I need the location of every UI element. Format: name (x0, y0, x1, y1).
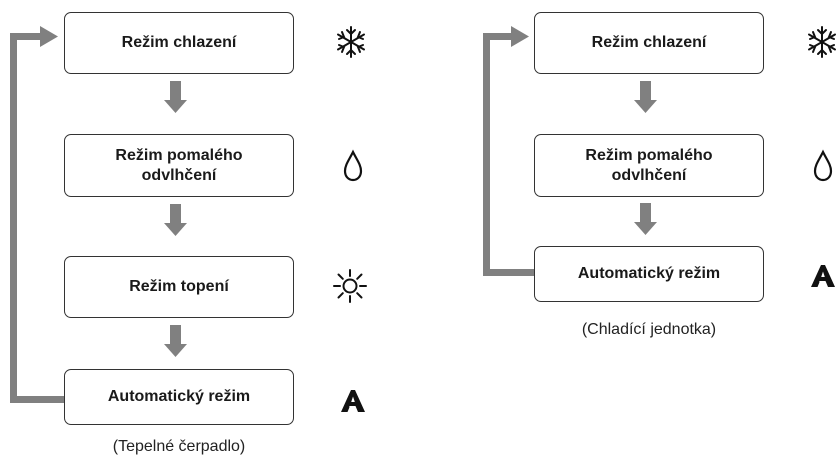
auto-mode-icon (811, 265, 835, 287)
left-step-cooling-mode: Režim chlazení (64, 12, 294, 74)
left-step-slow-dehumidify-mode: Režim pomalého odvlhčení (64, 134, 294, 197)
left-loop-arrow (10, 26, 72, 403)
right-diagram-caption: (Chladící jednotka) (581, 321, 717, 338)
step-label: Režim chlazení (591, 34, 707, 51)
step-label-line1: Režim pomalého (585, 146, 713, 164)
sun-icon (333, 269, 367, 303)
left-diagram-caption: (Tepelné čerpadlo) (112, 438, 246, 455)
auto-mode-icon (341, 390, 365, 412)
left-down-arrow-1 (164, 81, 187, 113)
water-drop-icon (343, 149, 363, 182)
step-label: Režim chlazení (121, 34, 237, 51)
left-down-arrow-3 (164, 325, 187, 357)
step-label: Automatický režim (107, 388, 251, 405)
right-step-cooling-mode: Režim chlazení (534, 12, 764, 74)
step-label-line1: Režim pomalého (115, 146, 243, 164)
step-label: Automatický režim (577, 265, 721, 282)
step-label: Režim topení (129, 278, 229, 295)
left-step-heating-mode: Režim topení (64, 256, 294, 318)
right-step-auto-mode: Automatický režim (534, 246, 764, 302)
right-loop-arrow (483, 26, 543, 276)
right-down-arrow-2 (634, 203, 657, 235)
water-drop-icon (813, 149, 833, 182)
left-step-auto-mode: Automatický režim (64, 369, 294, 425)
step-label-line2: odvlhčení (611, 166, 687, 184)
left-down-arrow-2 (164, 204, 187, 236)
snowflake-icon (337, 26, 365, 58)
snowflake-icon (808, 26, 836, 58)
right-step-slow-dehumidify-mode: Režim pomalého odvlhčení (534, 134, 764, 197)
step-label-line2: odvlhčení (141, 166, 217, 184)
right-down-arrow-1 (634, 81, 657, 113)
